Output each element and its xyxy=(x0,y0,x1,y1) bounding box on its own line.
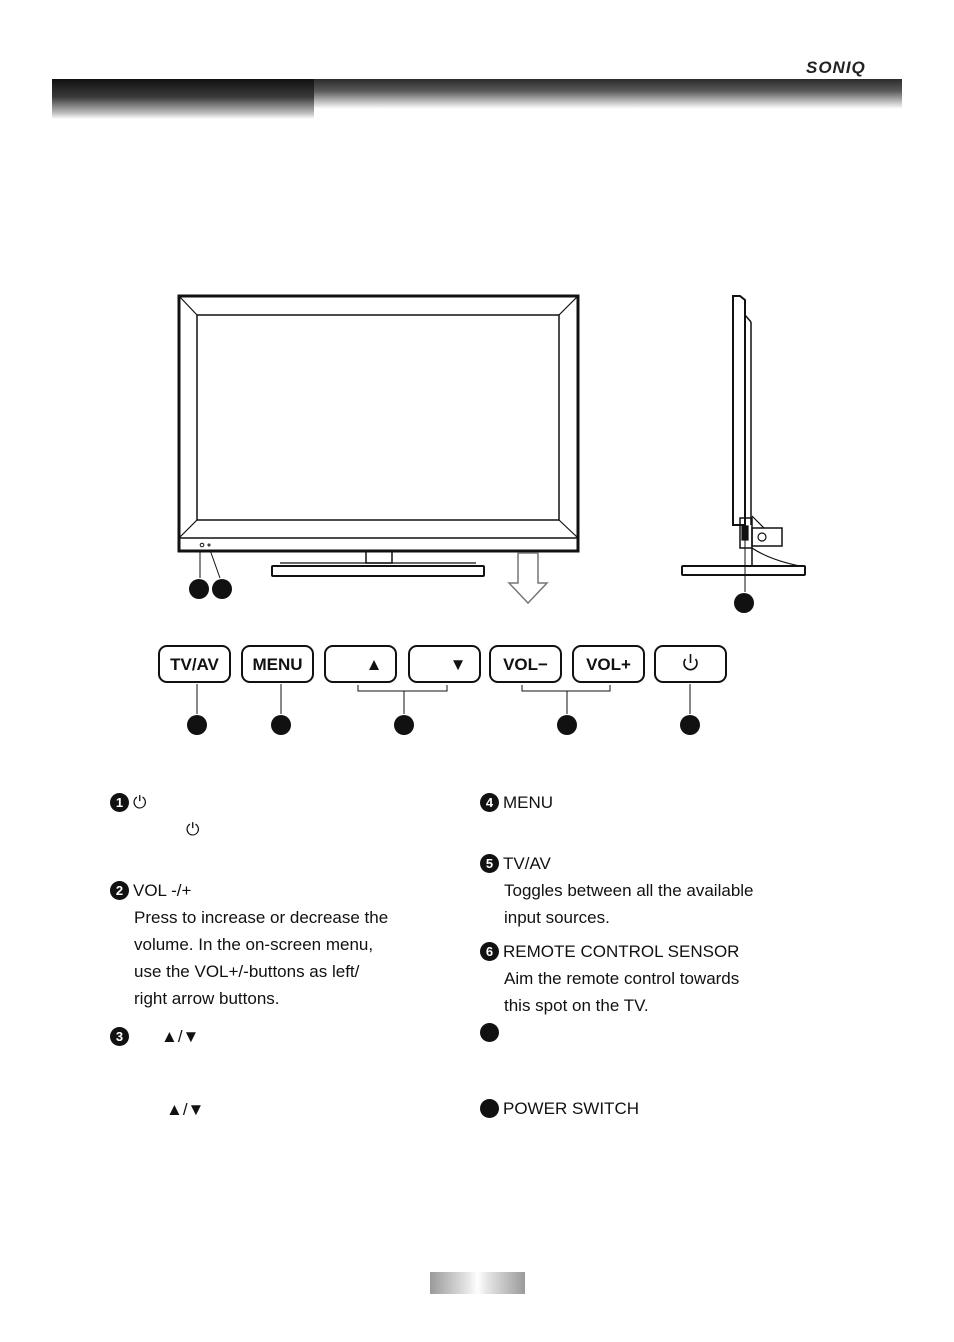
brand-logo: SONIQ xyxy=(806,58,866,77)
desc-item-4: 4 MENU xyxy=(480,789,553,816)
callout-1 xyxy=(680,715,700,735)
desc-item-6: 6 REMOTE CONTROL SENSOR Aim the remote c… xyxy=(480,938,739,1019)
desc-item-5: 5 TV/AV Toggles between all the availabl… xyxy=(480,850,754,931)
desc-item-8: POWER SWITCH xyxy=(480,1095,639,1122)
item-title: REMOTE CONTROL SENSOR xyxy=(503,942,740,961)
number-badge xyxy=(480,1099,499,1118)
number-badge: 6 xyxy=(480,942,499,961)
number-badge: 2 xyxy=(110,881,129,900)
leader-lines xyxy=(196,684,691,714)
number-badge: 3 xyxy=(110,1027,129,1046)
power-icon xyxy=(683,654,698,671)
up-arrow-icon: ▲ xyxy=(366,655,383,674)
item-line: Press to increase or decrease the xyxy=(134,908,389,927)
page-footer-bar xyxy=(430,1272,525,1294)
item-line: Aim the remote control towards xyxy=(504,969,740,988)
desc-item-3: 3 ▲/▼ ▲/▼ xyxy=(110,1023,204,1123)
item-line: volume. In the on-screen menu, xyxy=(134,935,374,954)
callout-8-side xyxy=(734,593,754,613)
menu-button-label: MENU xyxy=(252,655,302,674)
power-icon: ⏻ xyxy=(133,793,147,812)
item-line: input sources. xyxy=(504,908,610,927)
number-badge: 5 xyxy=(480,854,499,873)
tv-side-view xyxy=(681,295,806,592)
down-arrow-icon xyxy=(507,552,549,605)
callout-3 xyxy=(394,715,414,735)
tv-diagram: TV/AV MENU ▲ ▼ VOL− VOL+ xyxy=(158,294,806,735)
number-badge xyxy=(480,1023,499,1042)
item-line: right arrow buttons. xyxy=(134,989,280,1008)
number-badge: 4 xyxy=(480,793,499,812)
item-title: TV/AV xyxy=(503,854,551,873)
arrow-icons: ▲/▼ xyxy=(161,1027,200,1046)
item-line: this spot on the TV. xyxy=(504,996,649,1015)
desc-item-1: 1 ⏻ ⏻ xyxy=(110,789,199,843)
item-title: POWER SWITCH xyxy=(503,1099,639,1118)
item-line: Toggles between all the available xyxy=(504,881,754,900)
down-button[interactable]: ▼ xyxy=(408,645,481,683)
number-badge: 1 xyxy=(110,793,129,812)
desc-item-7 xyxy=(480,1023,499,1042)
down-arrow-icon: ▼ xyxy=(450,655,467,674)
vol-minus-button[interactable]: VOL− xyxy=(489,645,562,683)
vol-minus-label: VOL− xyxy=(503,655,548,674)
tvav-button[interactable]: TV/AV xyxy=(158,645,231,683)
up-button[interactable]: ▲ xyxy=(324,645,397,683)
header-tab xyxy=(52,79,314,119)
power-button[interactable] xyxy=(654,645,727,683)
tv-front-view xyxy=(177,294,580,579)
menu-button[interactable]: MENU xyxy=(241,645,314,683)
tvav-button-label: TV/AV xyxy=(170,655,219,674)
vol-plus-button[interactable]: VOL+ xyxy=(572,645,645,683)
item-title: MENU xyxy=(503,793,554,812)
arrow-icons: ▲/▼ xyxy=(166,1100,205,1119)
desc-item-2: 2 VOL -/+ Press to increase or decrease … xyxy=(110,877,388,1012)
callout-5 xyxy=(187,715,207,735)
power-icon: ⏻ xyxy=(186,820,200,839)
callout-7-front xyxy=(189,579,209,599)
callout-6-front xyxy=(212,579,232,599)
callout-4 xyxy=(271,715,291,735)
item-title: VOL -/+ xyxy=(133,881,192,900)
vol-plus-label: VOL+ xyxy=(586,655,631,674)
callout-2 xyxy=(557,715,577,735)
item-line: use the VOL+/-buttons as left/ xyxy=(134,962,360,981)
